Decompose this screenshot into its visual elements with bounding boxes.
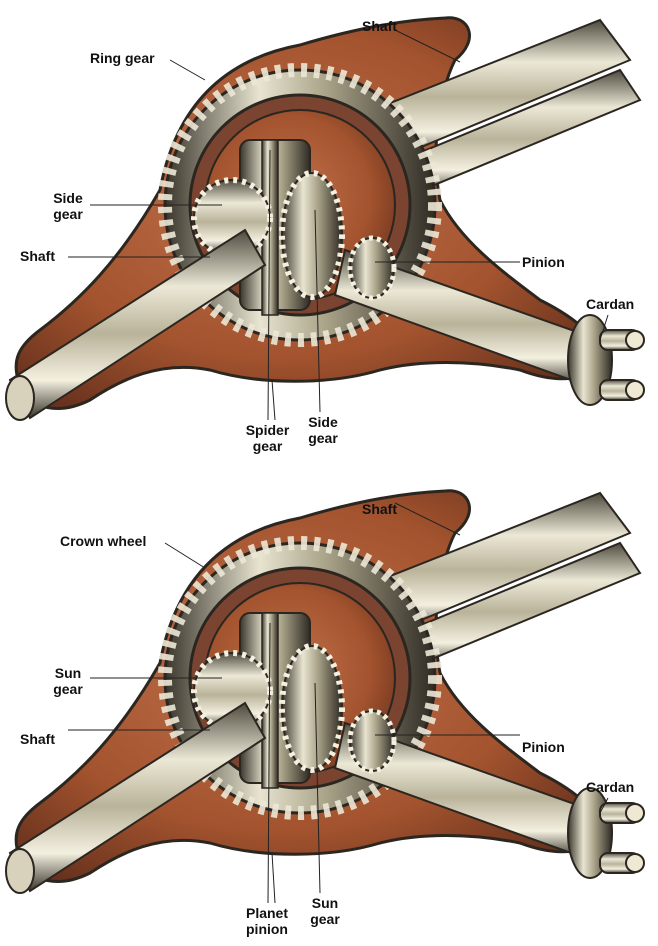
label-sun-gear-left: Sun gear — [48, 665, 88, 697]
label-planet-pinion-line2: pinion — [238, 921, 296, 937]
label-side-gear-bottom: Side gear — [303, 414, 343, 446]
label-spider-gear-line2: gear — [240, 438, 295, 454]
label-cardan: Cardan — [586, 779, 634, 795]
side-gear-right — [282, 173, 342, 297]
cardan-flange — [568, 315, 644, 405]
label-planet-pinion: Planet pinion — [238, 905, 296, 937]
label-shaft-top: Shaft — [362, 501, 397, 517]
label-pinion: Pinion — [522, 254, 565, 270]
label-planet-pinion-line1: Planet — [238, 905, 296, 921]
label-shaft-left: Shaft — [20, 731, 55, 747]
label-sun-gear-bottom-line1: Sun — [305, 895, 345, 911]
label-sun-gear-left-line2: gear — [48, 681, 88, 697]
label-ring-gear: Ring gear — [90, 50, 155, 66]
label-shaft-top: Shaft — [362, 18, 397, 34]
label-side-gear-left-line2: gear — [48, 206, 88, 222]
label-pinion: Pinion — [522, 739, 565, 755]
label-spider-gear-line1: Spider — [240, 422, 295, 438]
sun-gear-right — [282, 646, 342, 770]
label-side-gear-bottom-line1: Side — [303, 414, 343, 430]
label-crown-wheel: Crown wheel — [60, 533, 146, 549]
label-sun-gear-left-line1: Sun — [48, 665, 88, 681]
label-sun-gear-bottom-line2: gear — [305, 911, 345, 927]
label-spider-gear: Spider gear — [240, 422, 295, 454]
differential-illustration — [0, 0, 658, 473]
label-side-gear-bottom-line2: gear — [303, 430, 343, 446]
label-shaft-left: Shaft — [20, 248, 55, 264]
label-side-gear-left: Side gear — [48, 190, 88, 222]
differential-diagram-bottom: Shaft Crown wheel Sun gear Shaft Pinion … — [0, 473, 658, 946]
label-sun-gear-bottom: Sun gear — [305, 895, 345, 927]
label-side-gear-left-line1: Side — [48, 190, 88, 206]
differential-diagram-top: Shaft Ring gear Side gear Shaft Pinion C… — [0, 0, 658, 473]
label-cardan: Cardan — [586, 296, 634, 312]
